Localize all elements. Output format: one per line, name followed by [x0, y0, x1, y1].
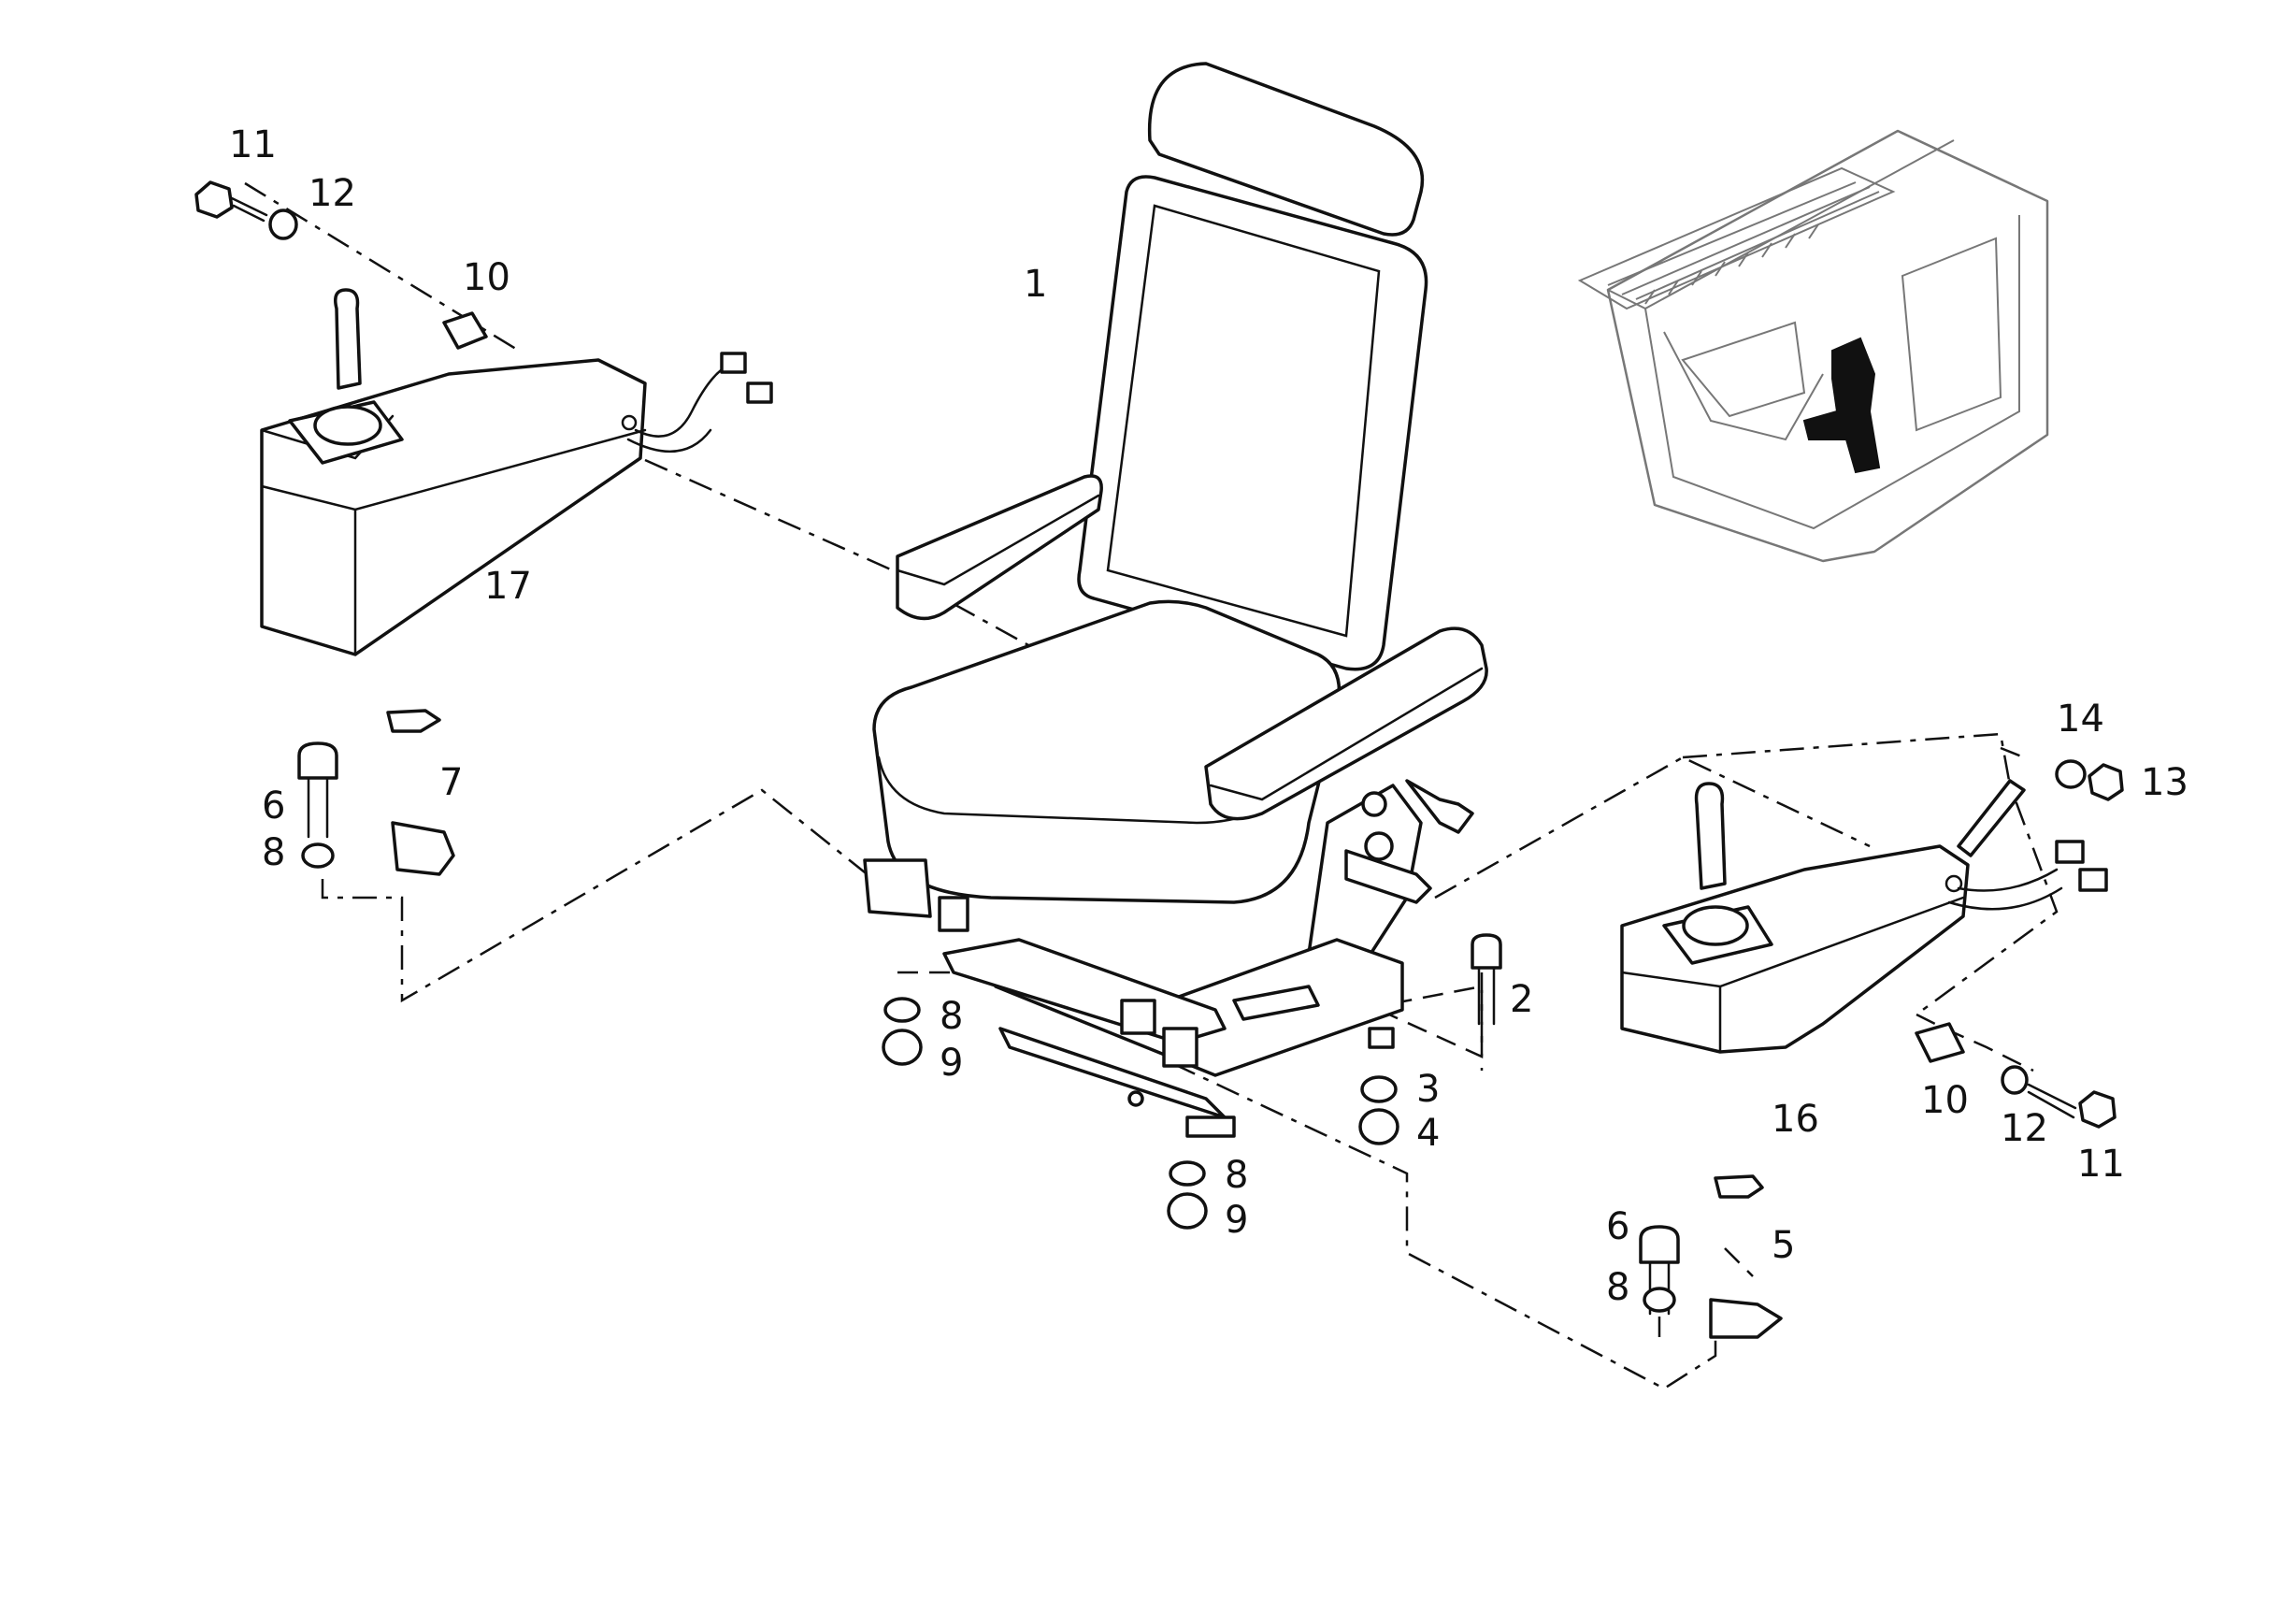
seat-backrest — [1077, 175, 1428, 671]
callout-8-front: 8 — [1225, 1154, 1248, 1197]
callout-numbers: 1 2 3 4 5 6 6 7 8 8 8 8 9 9 10 10 11 11 … — [229, 123, 2188, 1309]
seat-lever-box — [863, 858, 932, 918]
callout-1: 1 — [1024, 263, 1047, 306]
callout-6-right: 6 — [1606, 1205, 1629, 1248]
callout-6-left: 6 — [262, 784, 285, 828]
callout-3: 3 — [1416, 1068, 1440, 1111]
gas-strut — [1957, 779, 2026, 857]
joystick-handle-right — [1694, 782, 1727, 890]
callout-11-left: 11 — [229, 123, 277, 166]
right-control-console — [1620, 779, 2108, 1054]
callout-10-right: 10 — [1921, 1079, 1969, 1122]
callout-10-left: 10 — [463, 256, 510, 299]
hardware — [194, 180, 2124, 1339]
callout-11-right: 11 — [2077, 1143, 2125, 1186]
callout-8-right: 8 — [1606, 1266, 1629, 1309]
callout-7: 7 — [439, 761, 463, 804]
callout-12-left: 12 — [309, 172, 356, 215]
callout-8-left: 8 — [262, 831, 285, 874]
cab-seat-silhouette — [1802, 337, 1881, 474]
callout-9-front: 9 — [1225, 1199, 1248, 1242]
callout-9-base: 9 — [940, 1042, 963, 1085]
operator-seat — [863, 62, 1488, 1138]
callout-17: 17 — [484, 565, 532, 608]
callout-16: 16 — [1772, 1098, 1819, 1141]
left-control-console — [260, 288, 773, 656]
seat-armrest-left — [896, 474, 1103, 621]
seat-armrest-right — [1204, 626, 1488, 821]
callout-2: 2 — [1510, 978, 1533, 1021]
joystick-handle-left — [334, 288, 362, 390]
callout-12-right: 12 — [2001, 1107, 2048, 1150]
callout-8-base: 8 — [940, 995, 963, 1038]
seat-headrest — [1147, 62, 1425, 237]
leader-lines — [244, 181, 2059, 1390]
cab-locator-inset — [1577, 129, 2049, 563]
callout-13: 13 — [2141, 761, 2188, 804]
callout-14: 14 — [2057, 698, 2104, 741]
callout-4: 4 — [1416, 1112, 1440, 1155]
callout-5: 5 — [1772, 1224, 1795, 1267]
